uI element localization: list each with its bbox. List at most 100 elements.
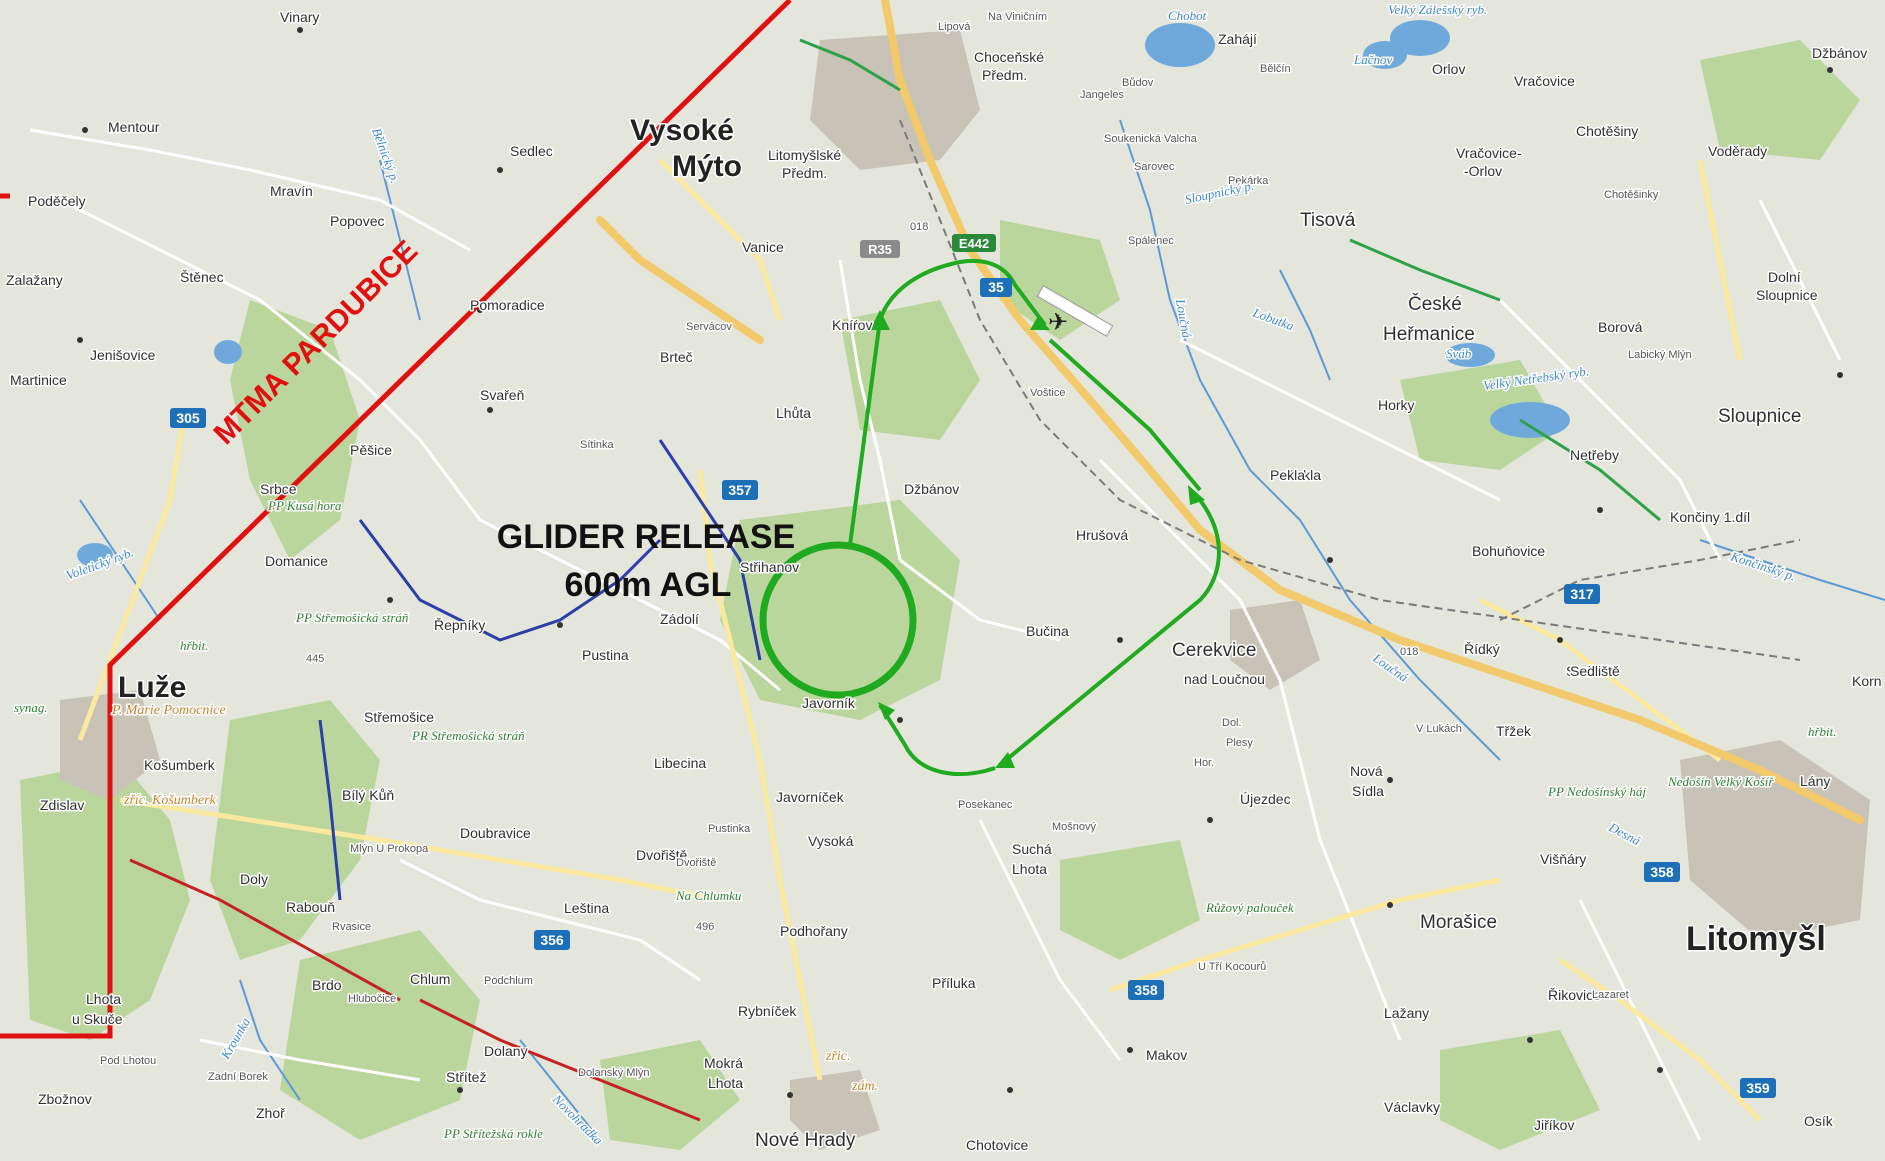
place-label: Předm. (782, 165, 827, 181)
place-label: Horky (1378, 397, 1415, 413)
ruin-label: zříc. Košumberk (123, 793, 217, 808)
place-label: Mentour (108, 119, 160, 135)
place-label: Doly (240, 871, 268, 887)
place-label: Dvořiště (636, 847, 688, 863)
small-label: Hlubočice (348, 993, 396, 1005)
place-label: Džbánov (1812, 45, 1867, 61)
small-label: Mlýn U Prokopa (350, 843, 429, 855)
place-label: Svařeň (480, 387, 524, 403)
secondary-roads (77, 158, 1762, 1122)
place-label: Brteč (660, 349, 693, 365)
town-luze: Luže (118, 671, 186, 704)
tourist-trails (129, 38, 1661, 1122)
small-label: U Tří Kocourů (1198, 961, 1266, 973)
place-label: Lhota (708, 1075, 743, 1091)
place-label: Pomoradice (470, 297, 545, 313)
town-labels: Vysoké Mýto Litomyšl Luže Nové Hrady Cer… (117, 113, 1828, 1153)
flight-path-arrows (870, 310, 1205, 768)
poi-label: PP Střemošická stráň (295, 610, 409, 625)
town-vysoke-myto-line1: Vysoké (630, 114, 734, 147)
place-label: Lhota (86, 991, 121, 1007)
small-label: Pekárka (1228, 175, 1269, 187)
shield-e442: E442 (959, 236, 989, 251)
small-label: Dolanský Mlýn (578, 1067, 650, 1079)
water-bodies (77, 20, 1570, 567)
road-shields: 305 357 356 358 317 358 359 35 R35 E442 … (170, 220, 1776, 1098)
place-label: Bohuňovice (1472, 543, 1545, 559)
place-label: Džbánov (904, 481, 959, 497)
place-label: Košumberk (144, 757, 216, 773)
place-label: Řídký (1464, 641, 1500, 657)
shield-317: 317 (1570, 586, 1594, 602)
place-label: Mošnový (1052, 821, 1097, 833)
ruin-label: P. Marie Pomocnice (111, 703, 226, 718)
place-label: Nová (1350, 763, 1383, 779)
town-nove-hrady: Nové Hrady (755, 1130, 856, 1151)
spot-heights: 445 496 (305, 652, 716, 935)
poi-label: hřbit. (1808, 724, 1837, 739)
poi-label: PR Střemošická stráň (411, 728, 525, 743)
place-label: Libecina (654, 755, 706, 771)
small-label: Soukenická Valcha (1104, 133, 1198, 145)
place-label: Vysoká (808, 833, 854, 849)
place-label: Chotovice (966, 1137, 1028, 1153)
place-label: Doubravice (460, 825, 531, 841)
rail-018-b: 018 (1400, 646, 1418, 658)
place-label: Řepníky (434, 617, 485, 633)
small-label: Sarovec (1134, 161, 1175, 173)
place-label: Bílý Kůň (342, 787, 394, 803)
rail-018-a: 018 (910, 221, 928, 233)
water-label: Chobot (1168, 8, 1207, 23)
spot-height: 496 (696, 921, 714, 933)
poi-label: hřbit. (180, 638, 209, 653)
small-label: Hor. (1194, 757, 1214, 769)
place-label: Plesy (1226, 737, 1253, 749)
place-label: Hrušová (1076, 527, 1128, 543)
place-labels: Vinary Mentour Sedlec Mravín Popovec Pod… (5, 8, 1884, 1155)
place-label: Voděrady (1708, 143, 1767, 159)
place-label: Sítinka (580, 439, 615, 451)
ruin-label: zřic. (825, 1049, 851, 1064)
town-cerekvice-line1: Cerekvice (1172, 640, 1256, 661)
place-label: Vračovice- (1456, 145, 1522, 161)
water-label: Velký Zálešský ryb. (1388, 2, 1487, 17)
small-label: V Lukách (1416, 723, 1462, 735)
place-label: Borová (1598, 319, 1643, 335)
small-label: Lazaret (1592, 989, 1629, 1001)
place-label: Brdo (312, 977, 342, 993)
place-label: Václavky (1384, 1099, 1440, 1115)
place-label: Dol. (1222, 717, 1242, 729)
town-litomysl: Litomyšl (1686, 920, 1826, 958)
place-label: Poděčely (28, 193, 86, 209)
glider-release-circle[interactable] (759, 541, 917, 699)
place-label: Vračovice (1514, 73, 1575, 89)
place-label: Sídla (1352, 783, 1384, 799)
ruin-labels: zříc. Košumberk P. Marie Pomocnice zřic.… (110, 702, 880, 1096)
village-dots (77, 27, 1843, 1098)
town-ceske-hermanice-line2: Heřmanice (1383, 324, 1475, 345)
place-label: Zdislav (40, 797, 84, 813)
place-label: Netřeby (1570, 447, 1619, 463)
place-label: Voštice (1030, 387, 1065, 399)
place-label: Orlov (1432, 61, 1465, 77)
place-label: Vanice (742, 239, 784, 255)
spot-height: 445 (306, 653, 324, 665)
place-label: Leština (564, 900, 609, 916)
place-label: Štěnec (180, 269, 224, 285)
small-label: Labický Mlýn (1628, 349, 1692, 361)
streams (79, 119, 1885, 1141)
place-label: Zbožnov (38, 1091, 92, 1107)
airplane-icon: ✈ (1048, 309, 1068, 336)
place-label: Zahájí (1218, 31, 1257, 47)
town-vysoke-myto-line2: Mýto (672, 150, 742, 183)
poi-label: PP Nedošínský háj (1547, 784, 1646, 799)
small-label: Podchlum (484, 975, 533, 987)
mtma-boundary (0, 0, 792, 1039)
poi-label: Růžový palouček (1205, 900, 1294, 915)
place-label: -Orlov (1464, 163, 1502, 179)
place-label: Jenišovice (90, 347, 156, 363)
railways (899, 119, 1801, 661)
place-label: Mokrá (704, 1055, 743, 1071)
place-label: Dolany (484, 1043, 528, 1059)
